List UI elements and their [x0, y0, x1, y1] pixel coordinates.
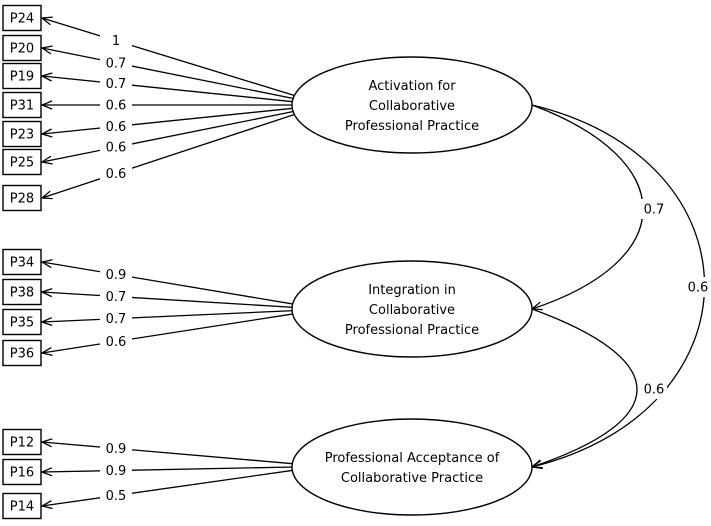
- item-label: P19: [10, 70, 34, 85]
- item-label: P34: [10, 256, 34, 271]
- loading-label-bg: [100, 164, 132, 183]
- factor-label-integration: Collaborative: [369, 303, 455, 318]
- loading-value: 0.7: [106, 290, 127, 305]
- loading-label-bg: [100, 265, 132, 284]
- factor-label-acceptance: Collaborative Practice: [341, 471, 483, 486]
- loading-value: 0.9: [106, 268, 127, 283]
- factor-label-integration: Integration in: [368, 283, 456, 298]
- loading-label-bg: [100, 332, 132, 351]
- factor-label-activation: Collaborative: [369, 99, 455, 114]
- loading-label-bg: [100, 31, 132, 50]
- correlation-label-bg: [641, 379, 667, 399]
- loading-value: 0.6: [106, 99, 127, 114]
- factor-label-acceptance: Professional Acceptance of: [325, 451, 500, 466]
- loading-value: 0.5: [106, 489, 127, 504]
- loading-arrow: [42, 76, 295, 103]
- item-label: P23: [10, 128, 34, 143]
- loading-value: 0.6: [106, 141, 127, 156]
- factor-ellipse-acceptance: [291, 418, 533, 516]
- loading-label-bg: [100, 96, 132, 114]
- loading-label-bg: [100, 74, 132, 93]
- item-box: [2, 248, 42, 276]
- item-label: P36: [10, 347, 34, 362]
- item-box: [2, 120, 42, 148]
- loading-label-bg: [100, 117, 132, 136]
- loading-label-bg: [100, 309, 132, 328]
- correlation-curve: [532, 309, 638, 467]
- loading-arrow: [42, 442, 295, 465]
- loading-label-bg: [100, 486, 132, 505]
- loading-arrow: [42, 466, 295, 472]
- loading-value: 0.7: [106, 77, 127, 92]
- item-label: P24: [10, 12, 34, 27]
- loading-arrow: [42, 469, 295, 506]
- loading-label-bg: [100, 461, 132, 480]
- item-box: [2, 148, 42, 176]
- correlation-value: 0.6: [644, 383, 665, 398]
- item-box: [2, 91, 42, 119]
- item-box: [2, 34, 42, 62]
- item-label: P28: [10, 192, 34, 207]
- factor-label-integration: Professional Practice: [345, 323, 479, 338]
- item-box: [2, 458, 42, 486]
- item-label: P35: [10, 316, 34, 331]
- item-box: [2, 4, 42, 32]
- loading-value: 0.7: [106, 312, 127, 327]
- factor-ellipse-integration: [291, 260, 533, 358]
- loading-arrow: [42, 48, 295, 100]
- loading-label-bg: [100, 53, 132, 72]
- loading-arrow: [42, 313, 295, 353]
- item-label: P20: [10, 42, 34, 57]
- loading-value: 0.6: [106, 120, 127, 135]
- item-label: P31: [10, 99, 34, 114]
- item-label: P14: [10, 500, 34, 515]
- item-box: [2, 62, 42, 90]
- correlation-curve: [532, 105, 705, 467]
- loading-label-bg: [100, 138, 132, 157]
- item-label: P16: [10, 466, 34, 481]
- item-label: P12: [10, 436, 34, 451]
- item-box: [2, 184, 42, 212]
- loading-value: 1: [112, 34, 120, 49]
- loading-value: 0.9: [106, 464, 127, 479]
- item-box: [2, 428, 42, 456]
- item-box: [2, 308, 42, 336]
- loading-arrow: [42, 292, 295, 309]
- item-label: P38: [10, 286, 34, 301]
- loading-arrow: [42, 309, 295, 322]
- loading-label-bg: [100, 439, 132, 458]
- loading-arrow: [42, 262, 295, 305]
- loading-arrow: [42, 113, 295, 198]
- correlation-label-bg: [685, 277, 711, 297]
- factor-ellipse-activation: [291, 56, 533, 154]
- item-label: P25: [10, 156, 34, 171]
- loading-arrow: [42, 18, 295, 97]
- loading-value: 0.9: [106, 442, 127, 457]
- loading-arrow: [42, 107, 295, 134]
- loading-label-bg: [100, 287, 132, 306]
- item-box: [2, 339, 42, 367]
- loading-arrow: [42, 110, 295, 162]
- item-box: [2, 492, 42, 520]
- correlation-value: 0.6: [688, 281, 709, 296]
- loading-value: 0.6: [106, 167, 127, 182]
- correlation-value: 0.7: [644, 203, 665, 218]
- loading-value: 0.6: [106, 335, 127, 350]
- correlation-label-bg: [641, 199, 667, 219]
- item-box: [2, 278, 42, 306]
- loading-value: 0.7: [106, 56, 127, 71]
- factor-label-activation: Activation for: [368, 79, 456, 94]
- correlation-curve: [532, 105, 644, 309]
- factor-label-activation: Professional Practice: [345, 119, 479, 134]
